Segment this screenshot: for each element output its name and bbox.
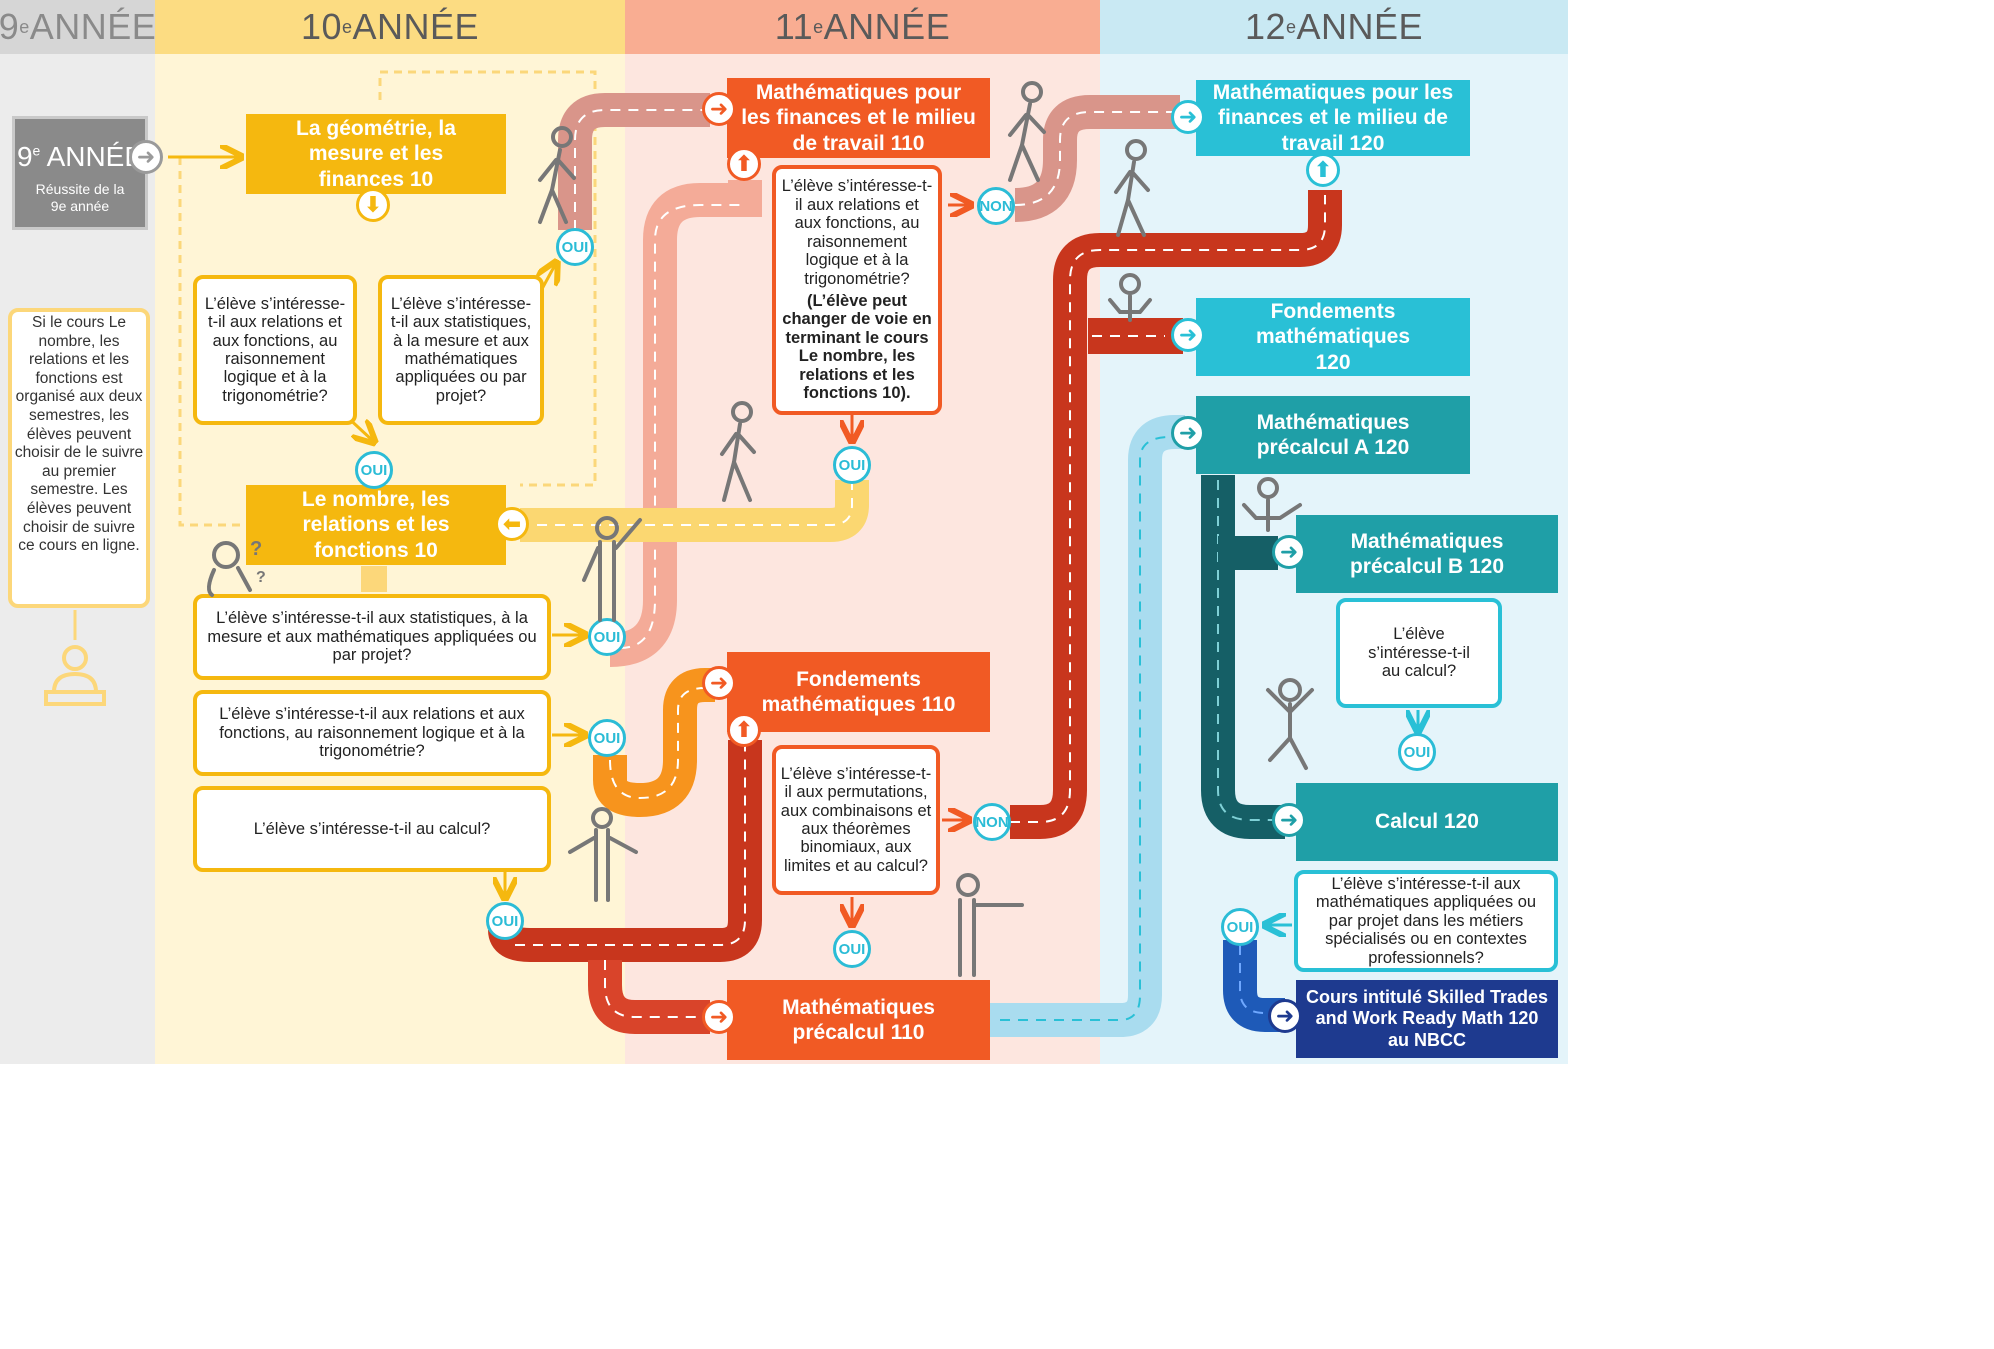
arrow-down-icon: ⬇ bbox=[356, 188, 390, 222]
student-computer-icon bbox=[42, 640, 108, 710]
road-red-pc110 bbox=[588, 960, 710, 1034]
arrow-right-icon: ➜ bbox=[1272, 803, 1306, 837]
arrow-right-icon: ➜ bbox=[1171, 416, 1205, 450]
course-calc120[interactable]: Calcul 120 bbox=[1296, 783, 1558, 861]
start-arrow-right-icon: ➜ bbox=[129, 140, 163, 174]
badge-non-1: NON bbox=[977, 187, 1015, 225]
question-box-5: L’élève s’intéresse-t-il au calcul? bbox=[193, 786, 551, 872]
course-mfmt110[interactable]: Mathématiques pour les finances et le mi… bbox=[727, 78, 990, 158]
course-fm110[interactable]: Fondements mathématiques 110 bbox=[727, 652, 990, 732]
arrow-left-icon: ⬅ bbox=[495, 507, 529, 541]
badge-oui-9: OUI bbox=[1221, 908, 1259, 946]
course-pc110[interactable]: Mathématiques précalcul 110 bbox=[727, 980, 990, 1060]
road-red-non bbox=[1010, 190, 1342, 839]
side-note bbox=[8, 308, 150, 608]
course-mfmt120[interactable]: Mathématiques pour les finances et le mi… bbox=[1196, 80, 1470, 156]
question-box-7: L’élève s’intéresse-t-il aux permutation… bbox=[772, 745, 940, 895]
road-darkteal bbox=[1201, 475, 1285, 839]
badge-oui-1: OUI bbox=[556, 228, 594, 266]
question-6-text: L’élève s’intéresse-t-il aux relations e… bbox=[781, 177, 933, 288]
start-box: 9e ANNÉE Réussite de la 9e année bbox=[12, 116, 148, 230]
road-darkteal-branch bbox=[1218, 536, 1278, 570]
course-pca120[interactable]: Mathématiques précalcul A 120 bbox=[1196, 396, 1470, 474]
question-box-6: L’élève s’intéresse-t-il aux relations e… bbox=[772, 165, 942, 415]
dashed-loop-path bbox=[178, 157, 240, 527]
question-box-3: L’élève s’intéresse-t-il aux statistique… bbox=[193, 594, 551, 680]
start-title: 9e ANNÉE bbox=[16, 141, 144, 172]
course-fm120[interactable]: Fondements mathématiques 120 bbox=[1196, 298, 1470, 376]
arrow-right-icon: ➜ bbox=[1268, 999, 1302, 1033]
badge-oui-6: OUI bbox=[833, 446, 871, 484]
arrow-right-icon: ➜ bbox=[1171, 100, 1205, 134]
badge-oui-2: OUI bbox=[355, 451, 393, 489]
course-pcb120[interactable]: Mathématiques précalcul B 120 bbox=[1296, 515, 1558, 593]
badge-oui-8: OUI bbox=[1398, 733, 1436, 771]
pathway-layer bbox=[73, 70, 1568, 1037]
course-skilled120[interactable]: Cours intitulé Skilled Trades and Work R… bbox=[1296, 980, 1558, 1058]
course-nrf10[interactable]: Le nombre, les relations et les fonction… bbox=[246, 485, 506, 565]
badge-oui-7: OUI bbox=[833, 930, 871, 968]
badge-oui-4: OUI bbox=[588, 719, 626, 757]
question-box-4: L’élève s’intéresse-t-il aux relations e… bbox=[193, 690, 551, 776]
arrow-up-icon: ⬆ bbox=[1306, 153, 1340, 187]
badge-non-2: NON bbox=[973, 803, 1011, 841]
road-salmon-non bbox=[1014, 95, 1180, 222]
arrow-right-icon: ➜ bbox=[702, 92, 736, 126]
road-lightblue bbox=[990, 415, 1185, 1037]
road-salmon-2 bbox=[609, 180, 762, 667]
question-box-8: L’élève s’intéresse-t-il au calcul? bbox=[1336, 598, 1502, 708]
course-geo10[interactable]: La géométrie, la mesure et les finances … bbox=[246, 114, 506, 194]
question-6-note: (L’élève peut changer de voie en termina… bbox=[782, 292, 932, 403]
side-note-text: Si le cours Le nombre, les relations et … bbox=[14, 314, 144, 555]
badge-oui-5: OUI bbox=[486, 902, 524, 940]
arrow-right-icon: ➜ bbox=[1171, 318, 1205, 352]
question-box-9: L’élève s’intéresse-t-il aux mathématiqu… bbox=[1294, 870, 1558, 972]
road-yellow bbox=[520, 480, 869, 542]
question-box-2: L’élève s’intéresse-t-il aux statistique… bbox=[378, 275, 544, 425]
arrow-up-icon: ⬆ bbox=[727, 147, 761, 181]
arrow-right-icon: ➜ bbox=[1272, 535, 1306, 569]
road-amber bbox=[593, 668, 715, 818]
dashed-top-loop bbox=[378, 70, 597, 487]
arrow-up-icon: ⬆ bbox=[727, 713, 761, 747]
badge-oui-3: OUI bbox=[588, 618, 626, 656]
question-box-1: L’élève s’intéresse-t-il aux relations e… bbox=[193, 275, 357, 425]
arrow-right-icon: ➜ bbox=[702, 1000, 736, 1034]
arrow-right-icon: ➜ bbox=[702, 666, 736, 700]
start-subtitle: Réussite de la 9e année bbox=[35, 181, 125, 214]
